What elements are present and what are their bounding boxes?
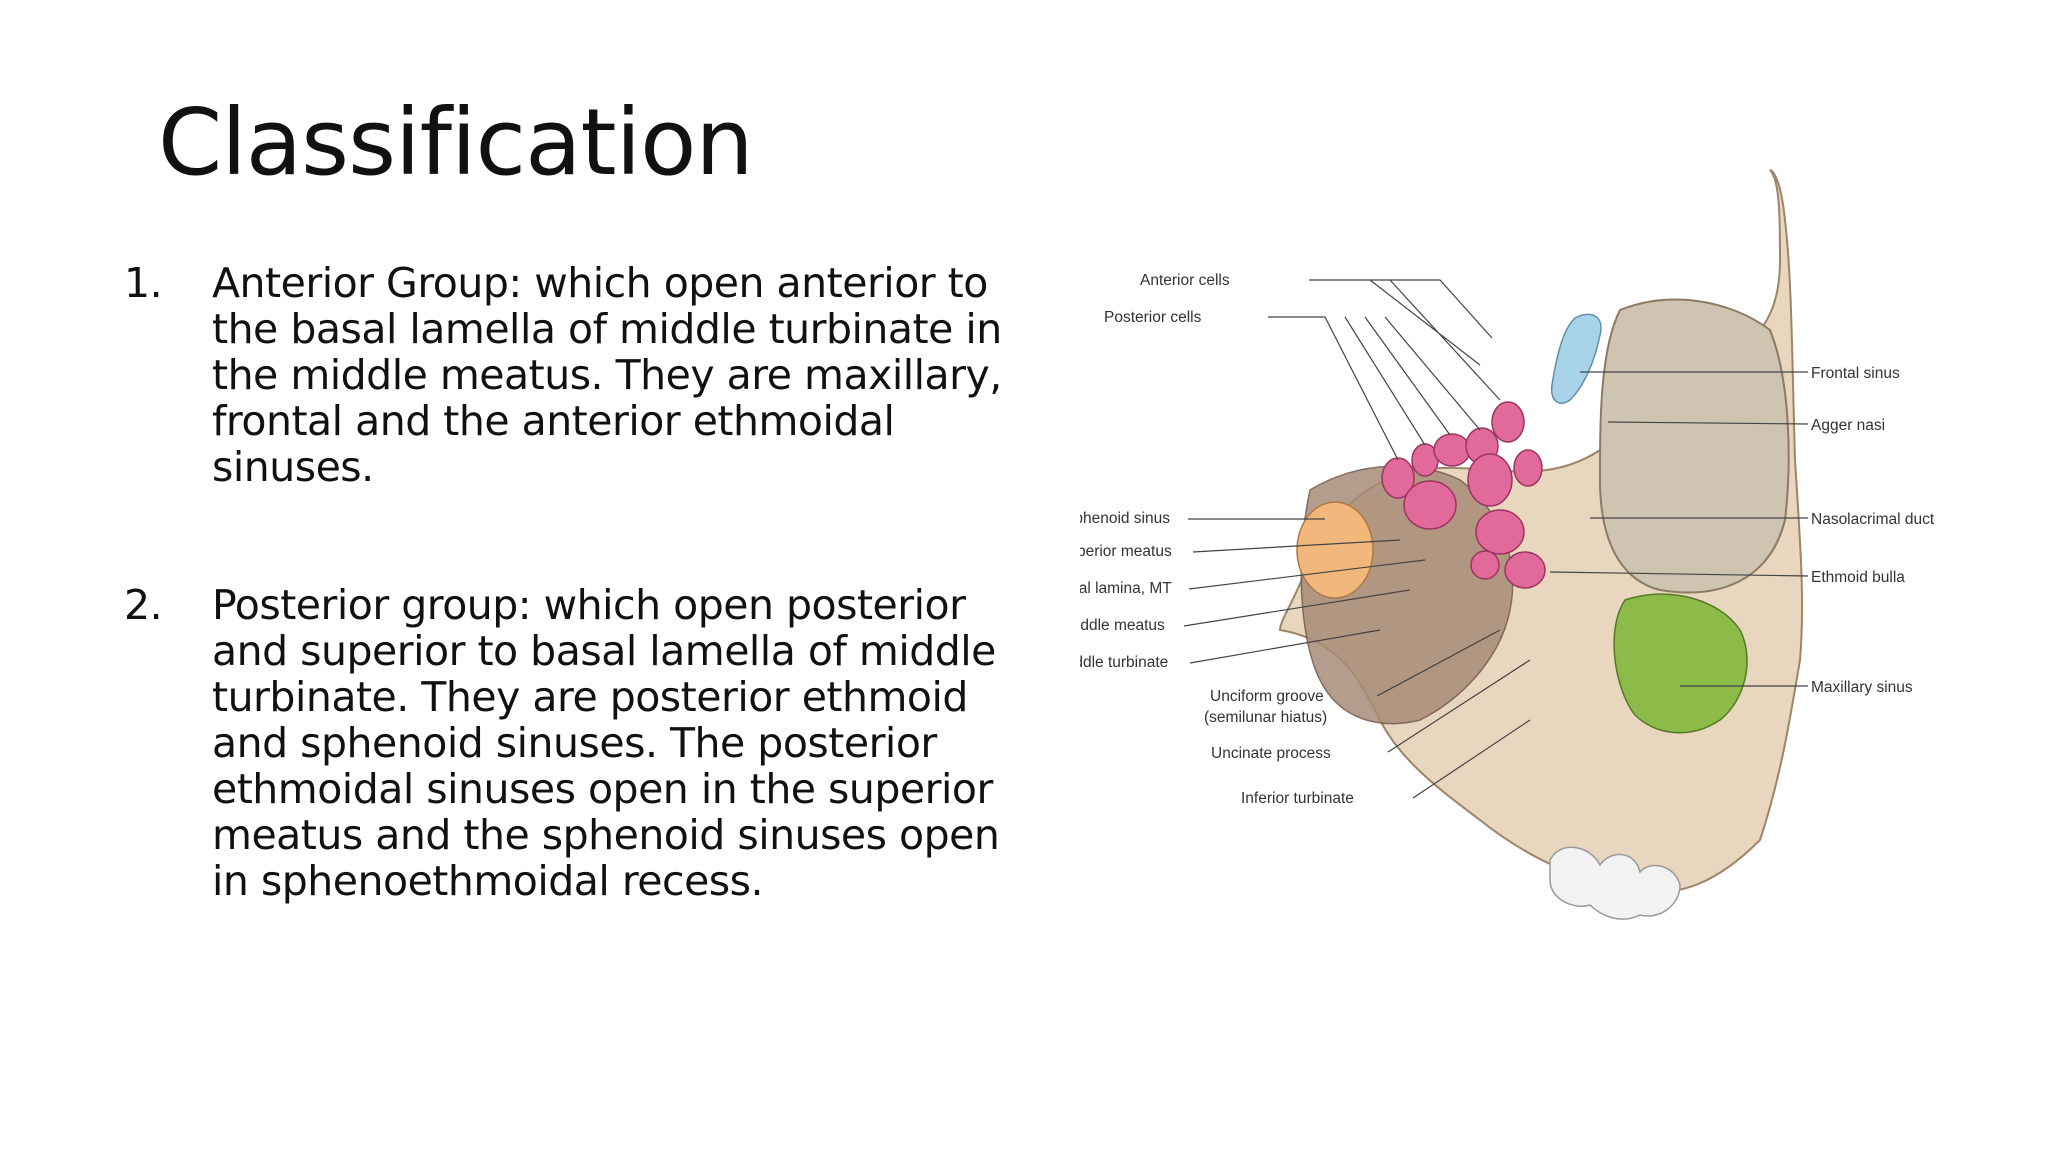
list-item-number: 2.	[124, 581, 163, 629]
label-anterior-cells: Anterior cells	[1140, 272, 1230, 289]
classification-list: 1. Anterior Group: which open anterior t…	[124, 260, 1024, 904]
label-middle-meatus: Middle meatus	[1080, 617, 1165, 634]
label-inferior-turbinate: Inferior turbinate	[1241, 790, 1354, 807]
label-unciform-groove: Unciform groove	[1210, 688, 1324, 705]
label-uncinate-process: Uncinate process	[1211, 745, 1331, 762]
label-middle-turbinate: Middle turbinate	[1080, 654, 1168, 671]
label-maxillary-sinus: Maxillary sinus	[1811, 679, 1913, 696]
label-sphenoid-sinus: Sphenoid sinus	[1080, 510, 1170, 527]
list-item: 1. Anterior Group: which open anterior t…	[124, 260, 1024, 490]
right-labels: Frontal sinus Agger nasi Nasolacrimal du…	[1811, 365, 1935, 696]
label-superior-meatus: Superior meatus	[1080, 543, 1172, 560]
label-frontal-sinus: Frontal sinus	[1811, 365, 1900, 382]
slide-title: Classification	[158, 89, 754, 196]
label-ethmoid-bulla: Ethmoid bulla	[1811, 569, 1905, 586]
left-labels: Anterior cells Posterior cells Sphenoid …	[1052, 272, 1354, 807]
label-posterior-cells: Posterior cells	[1104, 309, 1202, 326]
teeth	[1549, 846, 1681, 920]
paranasal-sinus-illustration: Anterior cells Posterior cells Sphenoid …	[1052, 160, 1960, 940]
label-nasolacrimal-duct: Nasolacrimal duct	[1811, 511, 1935, 528]
list-item-text: Anterior Group: which open anterior to t…	[212, 259, 1002, 491]
label-basal-lamina: Basal lamina, MT	[1080, 580, 1172, 597]
sphenoid-sinus-shape	[1296, 501, 1374, 599]
leader-lines	[1183, 279, 1809, 799]
maxillary-sinus-shape	[1613, 593, 1748, 734]
orbit-cavity	[1598, 298, 1790, 594]
label-semilunar-hiatus: (semilunar hiatus)	[1204, 709, 1327, 726]
list-item-text: Posterior group: which open posterior an…	[212, 581, 1000, 905]
list-item: 2. Posterior group: which open posterior…	[124, 582, 1024, 904]
sinus-anatomy-svg: Anterior cells Posterior cells Sphenoid …	[1052, 169, 1935, 920]
ethmoid-cells	[1381, 401, 1546, 589]
frontal-sinus-shape	[1550, 313, 1602, 404]
label-agger-nasi: Agger nasi	[1811, 417, 1885, 434]
list-item-number: 1.	[124, 259, 163, 307]
